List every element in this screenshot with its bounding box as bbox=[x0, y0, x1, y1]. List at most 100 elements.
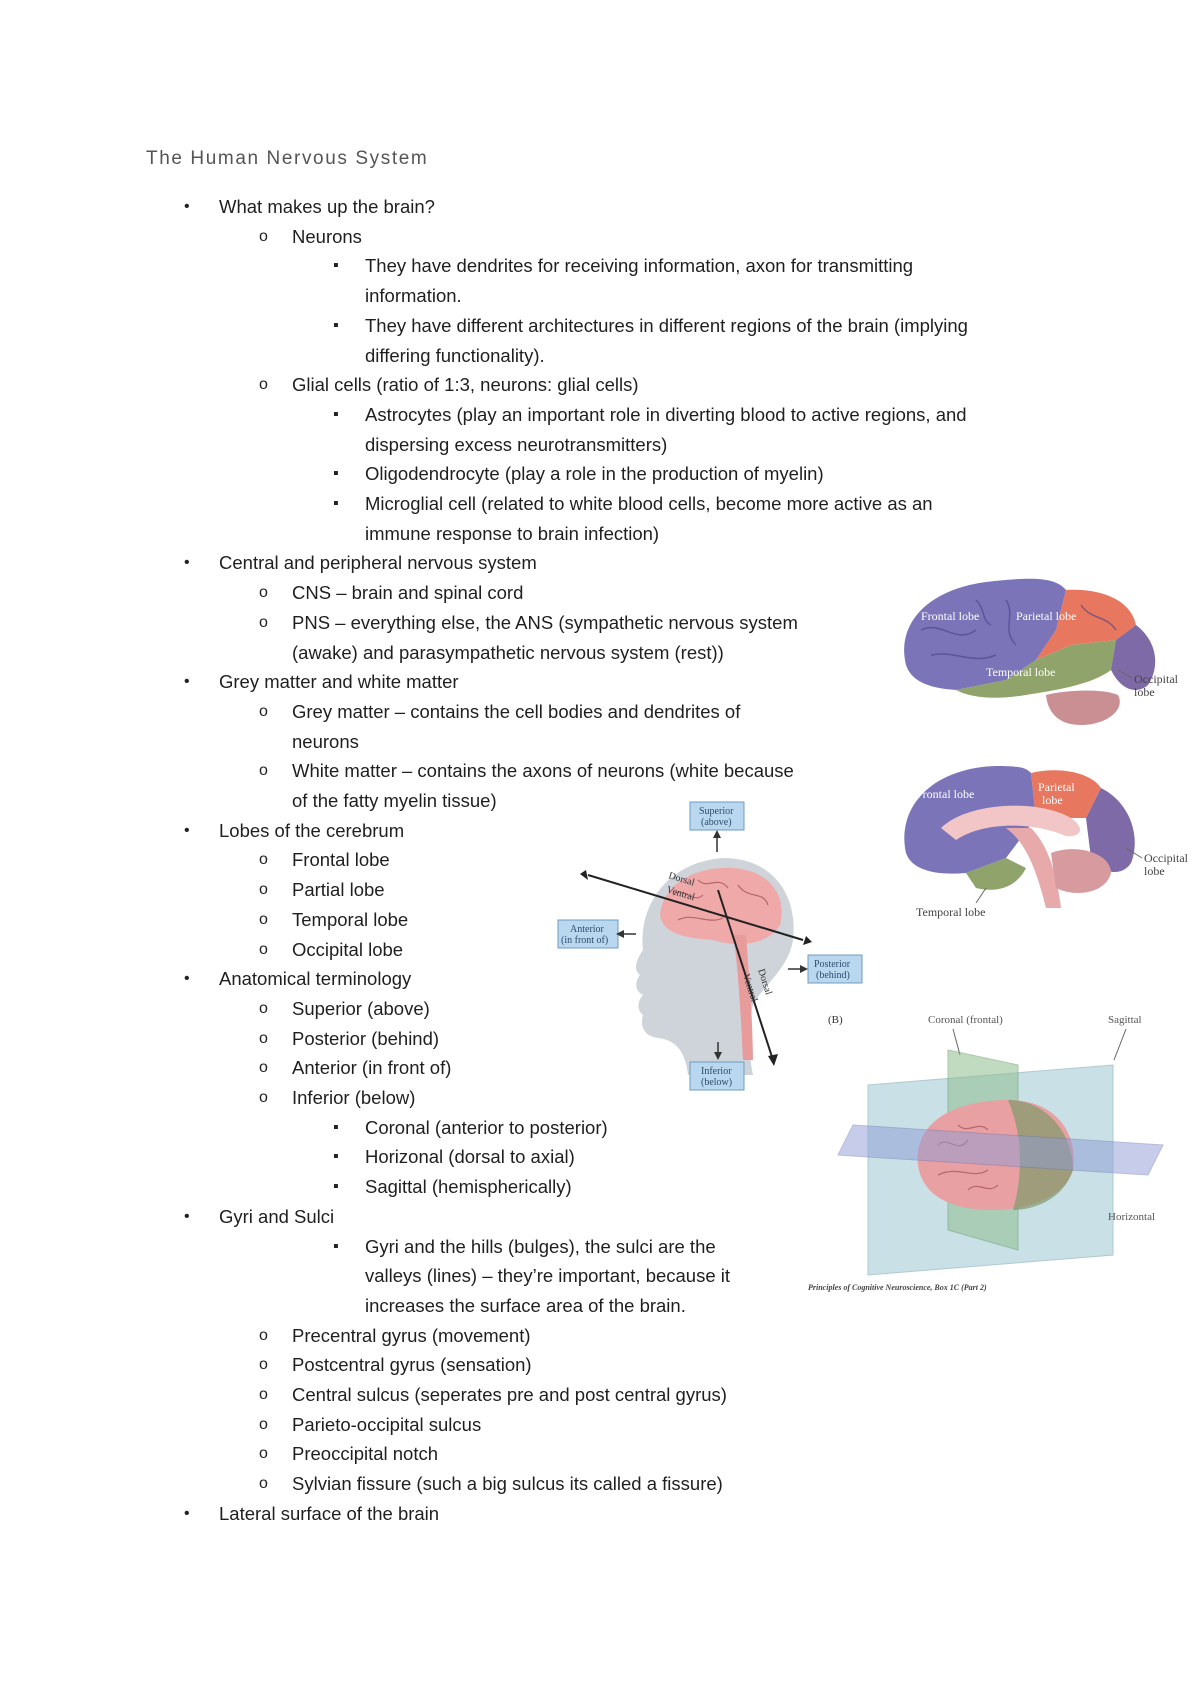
list-item-level-3: immune response to brain infection) bbox=[365, 522, 660, 544]
list-item-level-1: Anatomical terminology bbox=[219, 968, 412, 990]
superior-label-1: Superior bbox=[699, 806, 734, 817]
lateral-parietal-label: Parietal lobe bbox=[1016, 609, 1076, 623]
brain-planes-figure: (B) Coronal (frontal) Sagittal Horizonta… bbox=[808, 1014, 1164, 1292]
list-marker-level-3: ▪ bbox=[333, 495, 339, 512]
list-item-level-2: Glial cells (ratio of 1:3, neurons: glia… bbox=[292, 374, 639, 396]
list-marker-level-2: o bbox=[259, 1445, 268, 1463]
list-item-level-2: Grey matter – contains the cell bodies a… bbox=[292, 700, 741, 722]
list-marker-level-2: o bbox=[259, 227, 268, 245]
list-item-level-3: Oligodendrocyte (play a role in the prod… bbox=[365, 463, 824, 485]
temporal-lobe-region bbox=[956, 640, 1116, 698]
medial-occipital-region bbox=[1086, 788, 1135, 873]
list-item-level-2: Parieto-occipital sulcus bbox=[292, 1413, 482, 1435]
list-marker-level-3: ▪ bbox=[333, 465, 339, 483]
list-item-level-3: Gyri and the hills (bulges), the sulci a… bbox=[365, 1235, 716, 1257]
list-marker-level-2: o bbox=[259, 1415, 268, 1433]
medial-brain-figure: Frontal lobe Parietal lobe Temporal lobe… bbox=[904, 766, 1189, 919]
list-marker-level-1: • bbox=[184, 554, 190, 572]
list-marker-level-2: o bbox=[259, 1029, 268, 1047]
list-item-level-2: (awake) and parasympathetic nervous syst… bbox=[292, 641, 724, 663]
list-item-level-3: They have different architectures in dif… bbox=[365, 314, 968, 336]
list-marker-level-1: • bbox=[184, 821, 190, 839]
list-marker-level-1: • bbox=[184, 198, 190, 215]
list-marker-level-3: ▪ bbox=[333, 1237, 339, 1255]
list-marker-level-2: o bbox=[259, 1089, 268, 1106]
medial-occipital-label-2: lobe bbox=[1144, 864, 1165, 878]
list-marker-level-3: ▪ bbox=[333, 1118, 339, 1136]
lateral-temporal-label: Temporal lobe bbox=[986, 665, 1055, 679]
frontal-lobe-region bbox=[904, 578, 1066, 690]
list-marker-level-3: ▪ bbox=[333, 1148, 339, 1166]
list-item-level-2: neurons bbox=[292, 730, 359, 752]
list-item-level-3: dispersing excess neurotransmitters) bbox=[365, 433, 668, 455]
medial-frontal-label: Frontal lobe bbox=[916, 787, 974, 801]
list-marker-level-3: ▪ bbox=[333, 1178, 339, 1196]
list-marker-level-2: o bbox=[259, 940, 268, 958]
list-item-level-1: Central and peripheral nervous system bbox=[219, 552, 537, 574]
list-item-level-3: Horizonal (dorsal to axial) bbox=[365, 1146, 575, 1168]
list-item-level-2: Temporal lobe bbox=[292, 908, 409, 930]
list-marker-level-2: o bbox=[259, 376, 268, 394]
list-item-level-2: Precentral gyrus (movement) bbox=[292, 1324, 531, 1346]
list-item-level-2: PNS – everything else, the ANS (sympathe… bbox=[292, 611, 798, 633]
list-item-level-1: Lobes of the cerebrum bbox=[219, 819, 405, 841]
list-item-level-3: They have dendrites for receiving inform… bbox=[365, 255, 914, 277]
planes-caption: Principles of Cognitive Neuroscience, Bo… bbox=[808, 1283, 987, 1292]
cerebellum-region bbox=[1046, 690, 1120, 725]
list-item-level-2: Frontal lobe bbox=[292, 849, 390, 871]
list-item-level-1: Grey matter and white matter bbox=[219, 671, 459, 693]
list-marker-level-1: • bbox=[184, 970, 190, 988]
list-marker-level-3: ▪ bbox=[333, 405, 339, 423]
posterior-label-2: (behind) bbox=[816, 970, 850, 981]
medial-temporal-region bbox=[966, 858, 1026, 890]
occipital-lobe-region bbox=[1111, 625, 1156, 690]
medial-temporal-label: Temporal lobe bbox=[916, 905, 985, 919]
list-item-level-2: Occipital lobe bbox=[292, 938, 404, 960]
list-item-level-2: Postcentral gyrus (sensation) bbox=[292, 1354, 532, 1376]
parietal-lobe-region bbox=[1036, 589, 1136, 660]
list-marker-level-1: • bbox=[184, 1207, 190, 1225]
list-item-level-3: information. bbox=[365, 285, 462, 307]
list-item-level-1: Gyri and Sulci bbox=[219, 1205, 335, 1227]
posterior-label-1: Posterior bbox=[814, 959, 851, 970]
horizontal-plane bbox=[837, 1124, 1164, 1176]
list-item-level-3: valleys (lines) – they’re important, bec… bbox=[365, 1265, 731, 1287]
list-marker-level-2: o bbox=[259, 762, 268, 780]
list-marker-level-2: o bbox=[259, 1386, 268, 1403]
list-marker-level-2: o bbox=[259, 1356, 268, 1374]
list-item-level-2: Central sulcus (seperates pre and post c… bbox=[292, 1384, 727, 1405]
list-item-level-1: What makes up the brain? bbox=[219, 196, 435, 217]
medial-parietal-region bbox=[1031, 770, 1101, 818]
list-marker-level-3: ▪ bbox=[333, 257, 339, 275]
inferior-label-2: (below) bbox=[701, 1077, 732, 1088]
list-marker-level-1: • bbox=[184, 1504, 190, 1522]
list-marker-level-2: o bbox=[259, 881, 268, 899]
lateral-brain-figure: Frontal lobe Parietal lobe Temporal lobe… bbox=[904, 578, 1179, 725]
list-item-level-2: Partial lobe bbox=[292, 879, 385, 901]
list-item-level-3: increases the surface area of the brain. bbox=[365, 1294, 686, 1316]
page-title: The Human Nervous System bbox=[146, 148, 429, 169]
superior-label-box bbox=[689, 801, 745, 831]
anterior-label-2: (in front of) bbox=[561, 935, 608, 946]
list-marker-level-2: o bbox=[259, 851, 268, 869]
list-item-level-2: Posterior (behind) bbox=[292, 1027, 440, 1049]
list-item-level-3: Astrocytes (play an important role in di… bbox=[365, 403, 967, 425]
medial-parietal-label-2: lobe bbox=[1042, 793, 1063, 807]
list-item-level-2: White matter – contains the axons of neu… bbox=[292, 760, 794, 782]
anatomical-head-figure: Superior (above) Dorsal Ventral Dorsal V… bbox=[557, 801, 863, 1091]
list-item-level-3: differing functionality). bbox=[365, 344, 545, 366]
coronal-plane-label: Coronal (frontal) bbox=[928, 1014, 1003, 1026]
inferior-label-1: Inferior bbox=[701, 1066, 732, 1077]
planes-panel-label: (B) bbox=[828, 1014, 843, 1026]
sagittal-plane-label: Sagittal bbox=[1108, 1014, 1142, 1026]
list-item-level-3: Microglial cell (related to white blood … bbox=[365, 493, 933, 514]
list-marker-level-3: ▪ bbox=[333, 316, 339, 334]
posterior-label-box bbox=[807, 954, 863, 984]
list-item-level-2: Anterior (in front of) bbox=[292, 1057, 452, 1079]
list-item-level-2: Sylvian fissure (such a big sulcus its c… bbox=[292, 1473, 723, 1495]
list-item-level-1: Lateral surface of the brain bbox=[219, 1502, 440, 1524]
list-marker-level-2: o bbox=[259, 702, 268, 720]
list-item-level-2: of the fatty myelin tissue) bbox=[292, 790, 497, 811]
list-item-level-2: CNS – brain and spinal cord bbox=[292, 582, 524, 604]
lateral-frontal-label: Frontal lobe bbox=[921, 609, 979, 623]
